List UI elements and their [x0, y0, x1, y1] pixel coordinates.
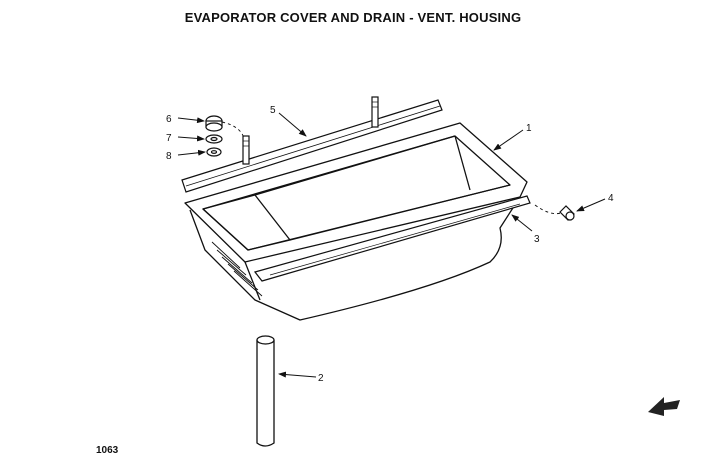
trim-strip	[253, 195, 531, 282]
assembly-path-line	[221, 121, 245, 139]
screw	[559, 205, 575, 221]
callout-label-4: 4	[608, 193, 614, 204]
page-title: EVAPORATOR COVER AND DRAIN - VENT. HOUSI…	[184, 10, 522, 25]
callout-label-7: 7	[166, 133, 172, 144]
drain-tube	[256, 335, 275, 447]
callout-label-3: 3	[534, 234, 540, 245]
orientation-arrow-icon	[648, 397, 680, 416]
callout-label-2: 2	[318, 373, 324, 384]
mounting-stud	[242, 96, 379, 165]
callout-label-8: 8	[166, 151, 172, 162]
callout-label-5: 5	[270, 105, 276, 116]
callout-label-1: 1	[526, 123, 532, 134]
hardware-stack	[205, 115, 223, 157]
evaporator-cover-pan	[184, 122, 528, 321]
callout-label-6: 6	[166, 114, 172, 125]
assembly-path-line	[534, 204, 562, 215]
figure-number: 1063	[96, 445, 119, 456]
callout-leaders	[177, 112, 606, 378]
